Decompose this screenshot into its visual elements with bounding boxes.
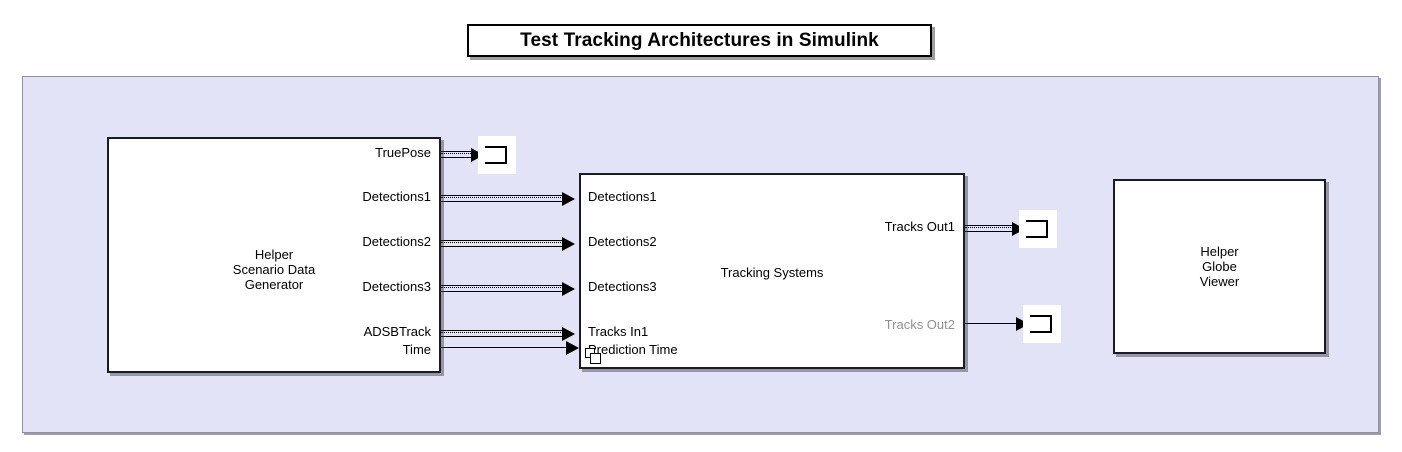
- model-canvas[interactable]: Helper Scenario Data Generator TruePose …: [22, 76, 1379, 433]
- output-port-tracks-out2[interactable]: Tracks Out2: [884, 317, 955, 332]
- block-helper-scenario-data-generator[interactable]: Helper Scenario Data Generator TruePose …: [107, 137, 441, 373]
- signal-arrow-detections3: [562, 282, 575, 296]
- output-port-detections2[interactable]: Detections2: [362, 234, 431, 249]
- signal-arrow-detections2: [562, 237, 575, 251]
- output-port-detections3[interactable]: Detections3: [362, 279, 431, 294]
- block-label-globe-viewer: Helper Globe Viewer: [1199, 244, 1240, 289]
- signal-arrow-time: [566, 341, 579, 355]
- block-helper-globe-viewer[interactable]: Helper Globe Viewer: [1113, 179, 1326, 354]
- block-tracking-systems[interactable]: Tracking Systems Detections1 Detections2…: [579, 173, 965, 369]
- signal-line-truepose[interactable]: [441, 151, 473, 158]
- signal-arrow-adsbtrack: [562, 327, 575, 341]
- output-port-time[interactable]: Time: [402, 342, 431, 357]
- output-port-truepose[interactable]: TruePose: [375, 145, 431, 160]
- signal-line-detections2[interactable]: [441, 240, 563, 247]
- signal-line-tracks-out1[interactable]: [965, 225, 1013, 232]
- block-label-tracking-systems: Tracking Systems: [720, 265, 824, 280]
- page-title: Test Tracking Architectures in Simulink: [520, 29, 879, 51]
- terminator-tracks-out1[interactable]: [1019, 210, 1057, 248]
- signal-line-detections3[interactable]: [441, 285, 563, 292]
- signal-line-adsbtrack[interactable]: [441, 330, 563, 337]
- variant-subsystem-icon: [585, 348, 602, 364]
- input-port-detections2[interactable]: Detections2: [588, 234, 657, 249]
- model-title-annotation: Test Tracking Architectures in Simulink: [467, 24, 932, 57]
- output-port-adsbtrack[interactable]: ADSBTrack: [363, 324, 431, 339]
- signal-arrow-detections1: [562, 192, 575, 206]
- signal-line-detections1[interactable]: [441, 195, 563, 202]
- terminator-tracks-out2[interactable]: [1023, 305, 1061, 343]
- input-port-tracks-in1[interactable]: Tracks In1: [588, 324, 649, 339]
- block-label-scenario-generator: Helper Scenario Data Generator: [232, 247, 316, 292]
- input-port-detections3[interactable]: Detections3: [588, 279, 657, 294]
- terminator-truepose[interactable]: [478, 136, 516, 174]
- signal-line-time[interactable]: [441, 347, 567, 348]
- terminator-icon: [485, 146, 507, 164]
- terminator-icon: [1026, 220, 1048, 238]
- terminator-icon: [1030, 315, 1052, 333]
- signal-line-tracks-out2[interactable]: [965, 323, 1017, 324]
- output-port-detections1[interactable]: Detections1: [362, 189, 431, 204]
- input-port-prediction-time[interactable]: Prediction Time: [588, 342, 678, 357]
- input-port-detections1[interactable]: Detections1: [588, 189, 657, 204]
- output-port-tracks-out1[interactable]: Tracks Out1: [884, 219, 955, 234]
